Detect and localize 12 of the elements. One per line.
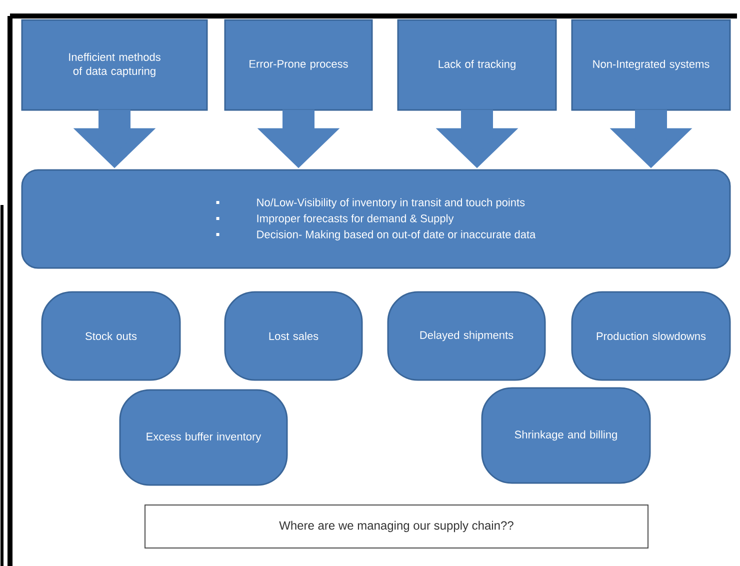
issue-box: No/Low-Visibility of inventory in transit and touch points Improper forecasts for demand & Supply Decision- Making based on out-of date or inaccurate data (21, 169, 731, 269)
cause-box: Lack of tracking (397, 19, 557, 111)
effect-box: Shrinkage and billing (481, 387, 651, 484)
effect-box: Lost sales (224, 291, 363, 381)
cause-box: Inefficient methods of data capturing (21, 19, 208, 111)
effect-box: Production slowdowns (571, 291, 731, 381)
effect-box: Delayed shipments (387, 291, 546, 381)
cause-box: Non-Integrated systems (571, 19, 731, 111)
effect-box: Excess buffer inventory (119, 389, 288, 486)
effect-box: Stock outs (41, 291, 181, 381)
question-box: Where are we managing our supply chain?? (144, 504, 648, 548)
cause-box: Error-Prone process (224, 19, 373, 111)
